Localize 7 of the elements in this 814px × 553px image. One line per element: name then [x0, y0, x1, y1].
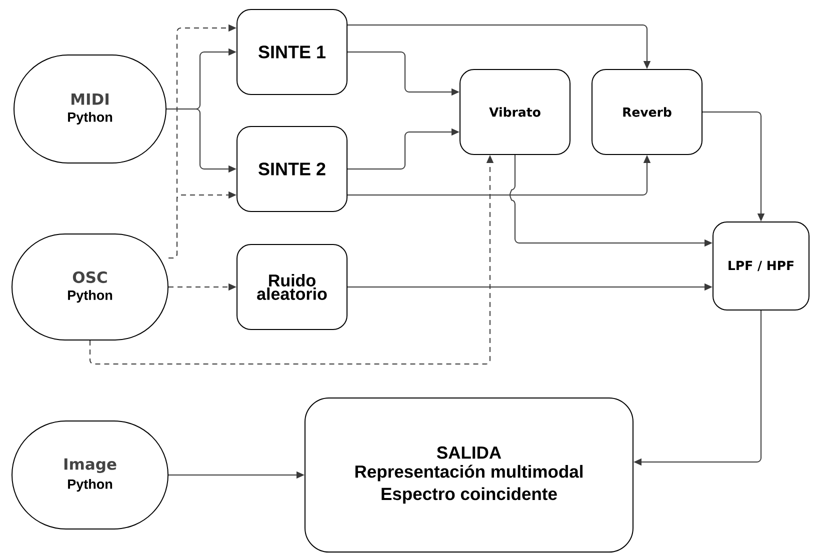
process-box: Ruido aleatorio: [236, 244, 348, 330]
output-box: SALIDA Representación multimodal Espectro coincidente: [304, 398, 634, 552]
process-box: Vibrato: [460, 69, 570, 155]
process-box: LPF / HPF: [712, 222, 810, 310]
process-box: SINTE 2: [236, 126, 348, 212]
process-box: Reverb: [592, 69, 702, 155]
process-box: SINTE 1: [236, 9, 348, 95]
